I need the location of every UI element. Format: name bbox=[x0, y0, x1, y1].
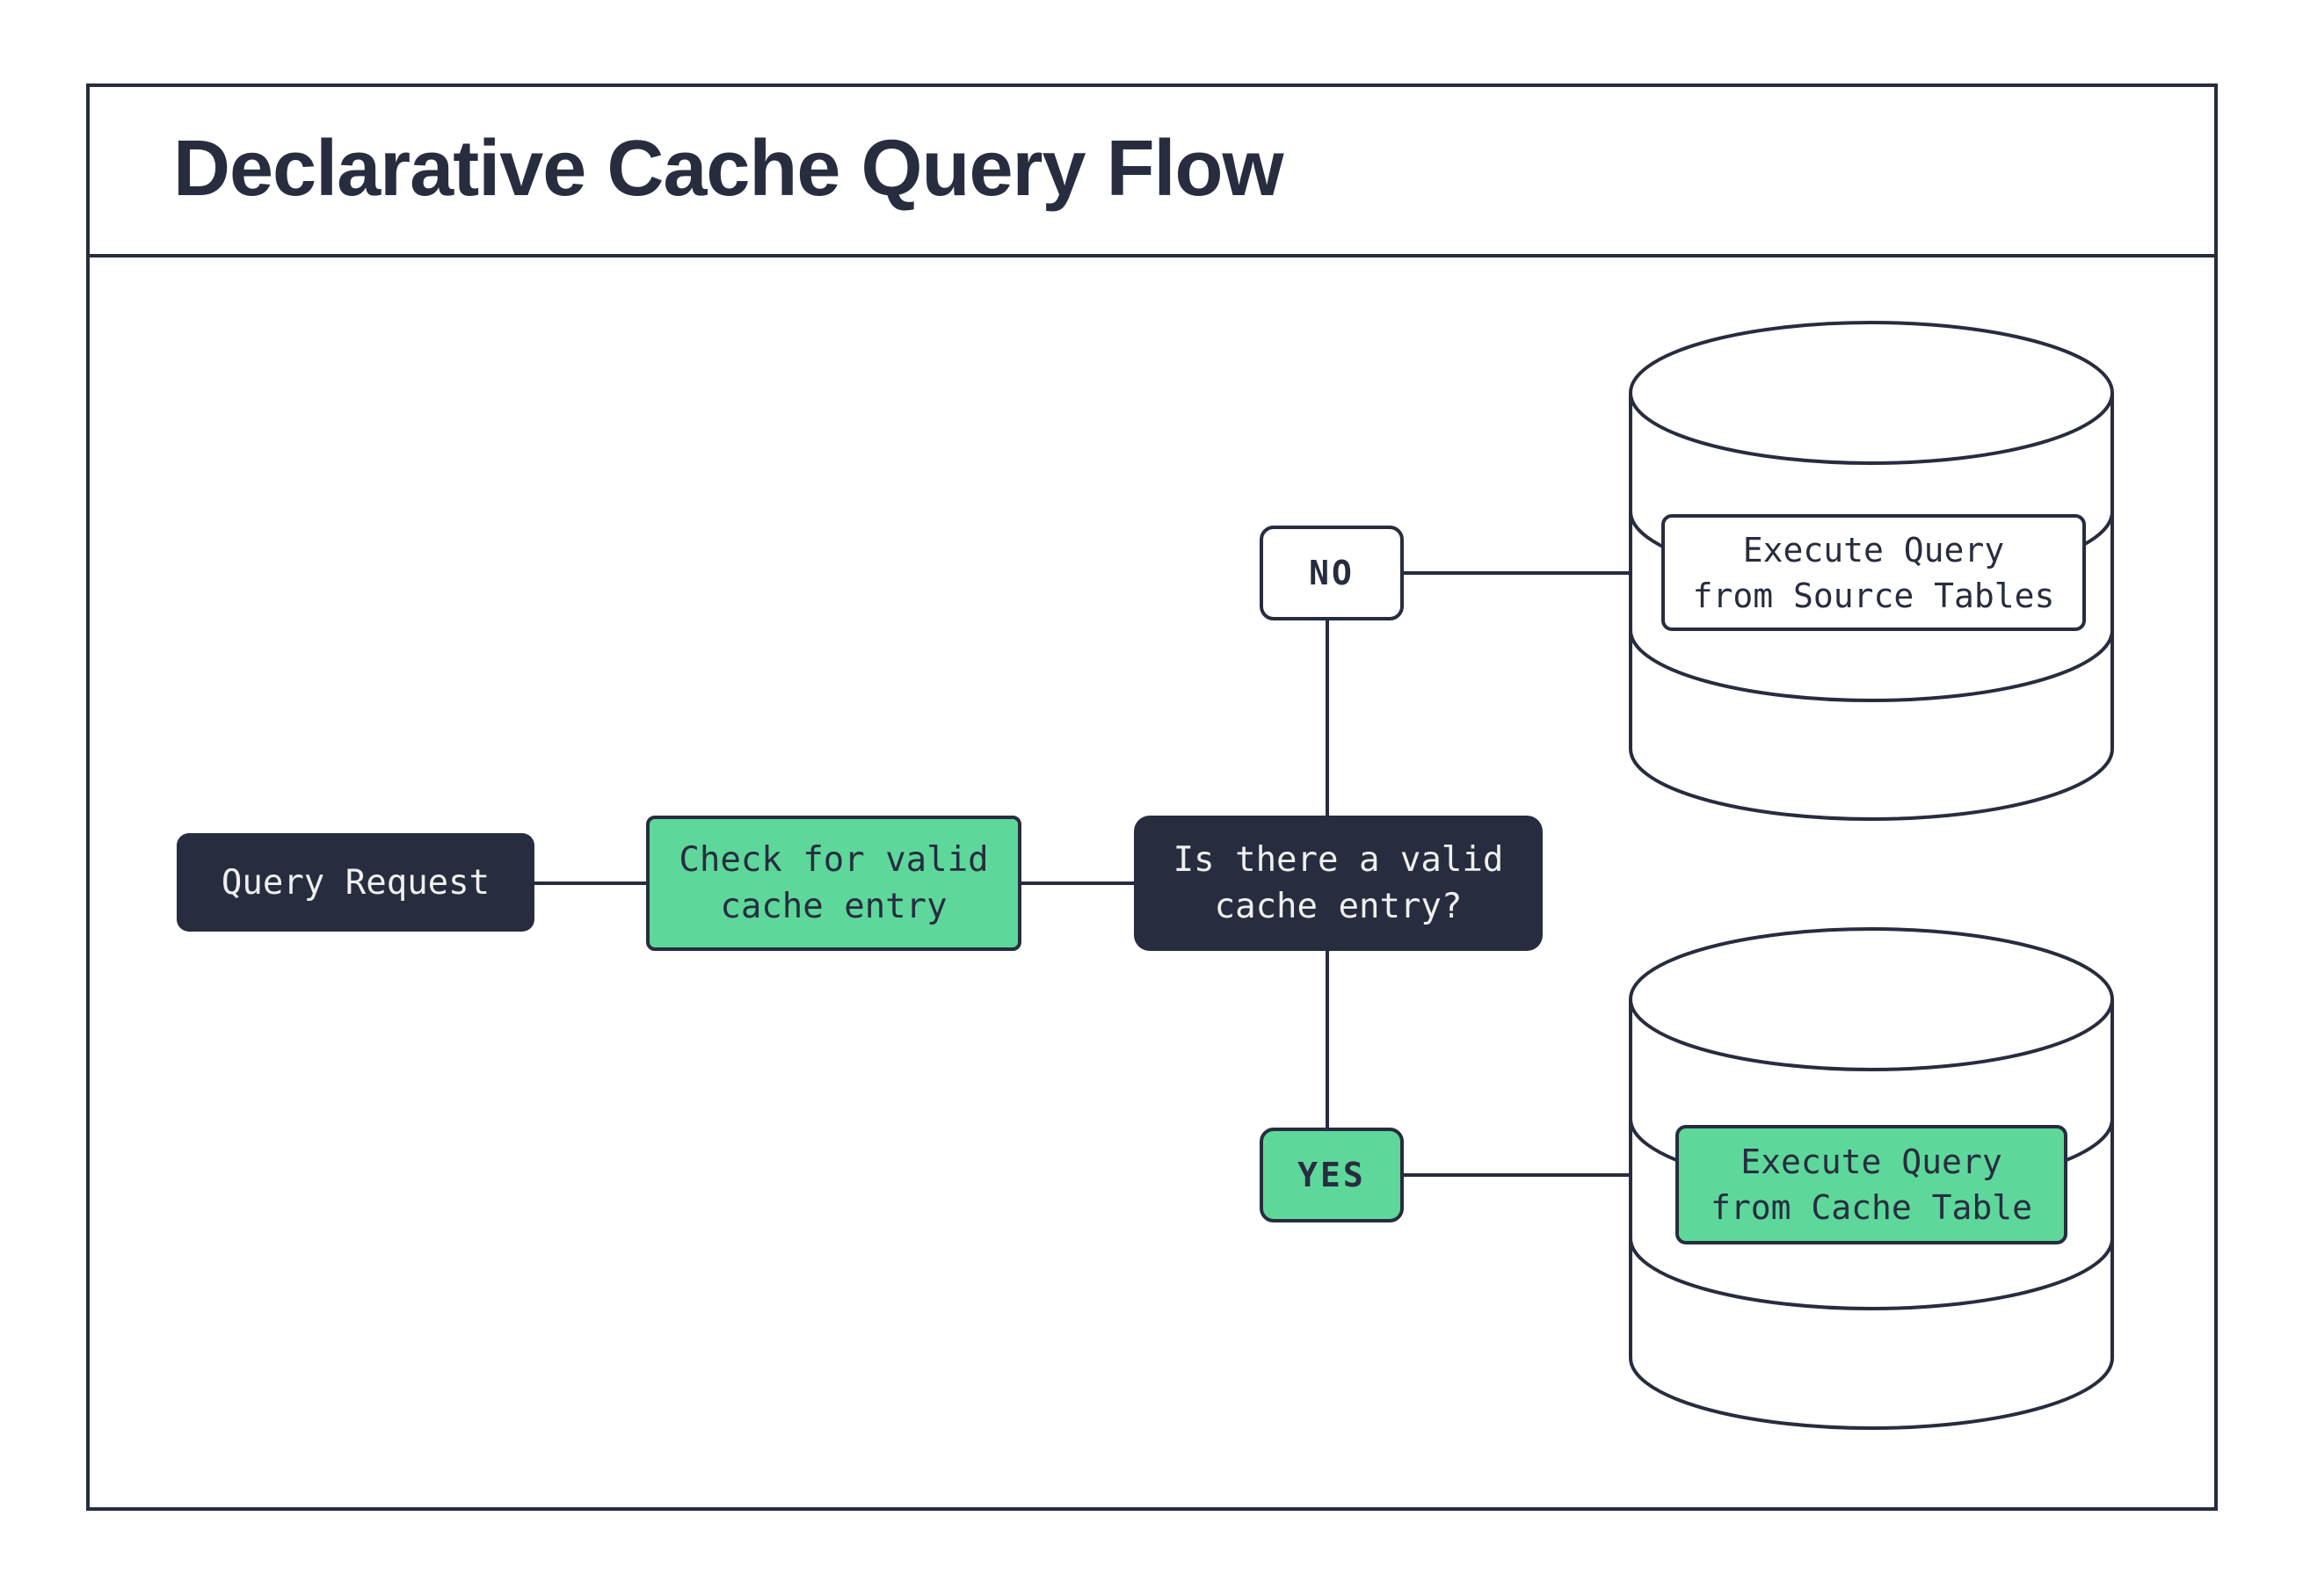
node-cache-db: Execute Query from Cache Table bbox=[1675, 1125, 2067, 1244]
node-decision-label: Is there a valid cache entry? bbox=[1173, 840, 1504, 926]
node-decision: Is there a valid cache entry? bbox=[1134, 816, 1543, 951]
node-query-request: Query Request bbox=[177, 833, 534, 932]
node-check-cache: Check for valid cache entry bbox=[646, 816, 1021, 951]
node-query-request-label: Query Request bbox=[221, 862, 490, 903]
node-source-db: Execute Query from Source Tables bbox=[1661, 514, 2086, 631]
diagram-frame bbox=[86, 83, 2218, 1511]
node-cache-db-label: Execute Query from Cache Table bbox=[1710, 1143, 2033, 1227]
title-bar: Declarative Cache Query Flow bbox=[86, 83, 2218, 258]
node-source-db-label: Execute Query from Source Tables bbox=[1692, 530, 2055, 615]
page-title: Declarative Cache Query Flow bbox=[173, 124, 1284, 213]
node-check-cache-label: Check for valid cache entry bbox=[679, 840, 989, 926]
node-branch-no: NO bbox=[1260, 526, 1404, 620]
node-branch-yes-label: YES bbox=[1297, 1155, 1366, 1194]
node-branch-no-label: NO bbox=[1309, 553, 1355, 592]
node-branch-yes: YES bbox=[1260, 1128, 1404, 1222]
